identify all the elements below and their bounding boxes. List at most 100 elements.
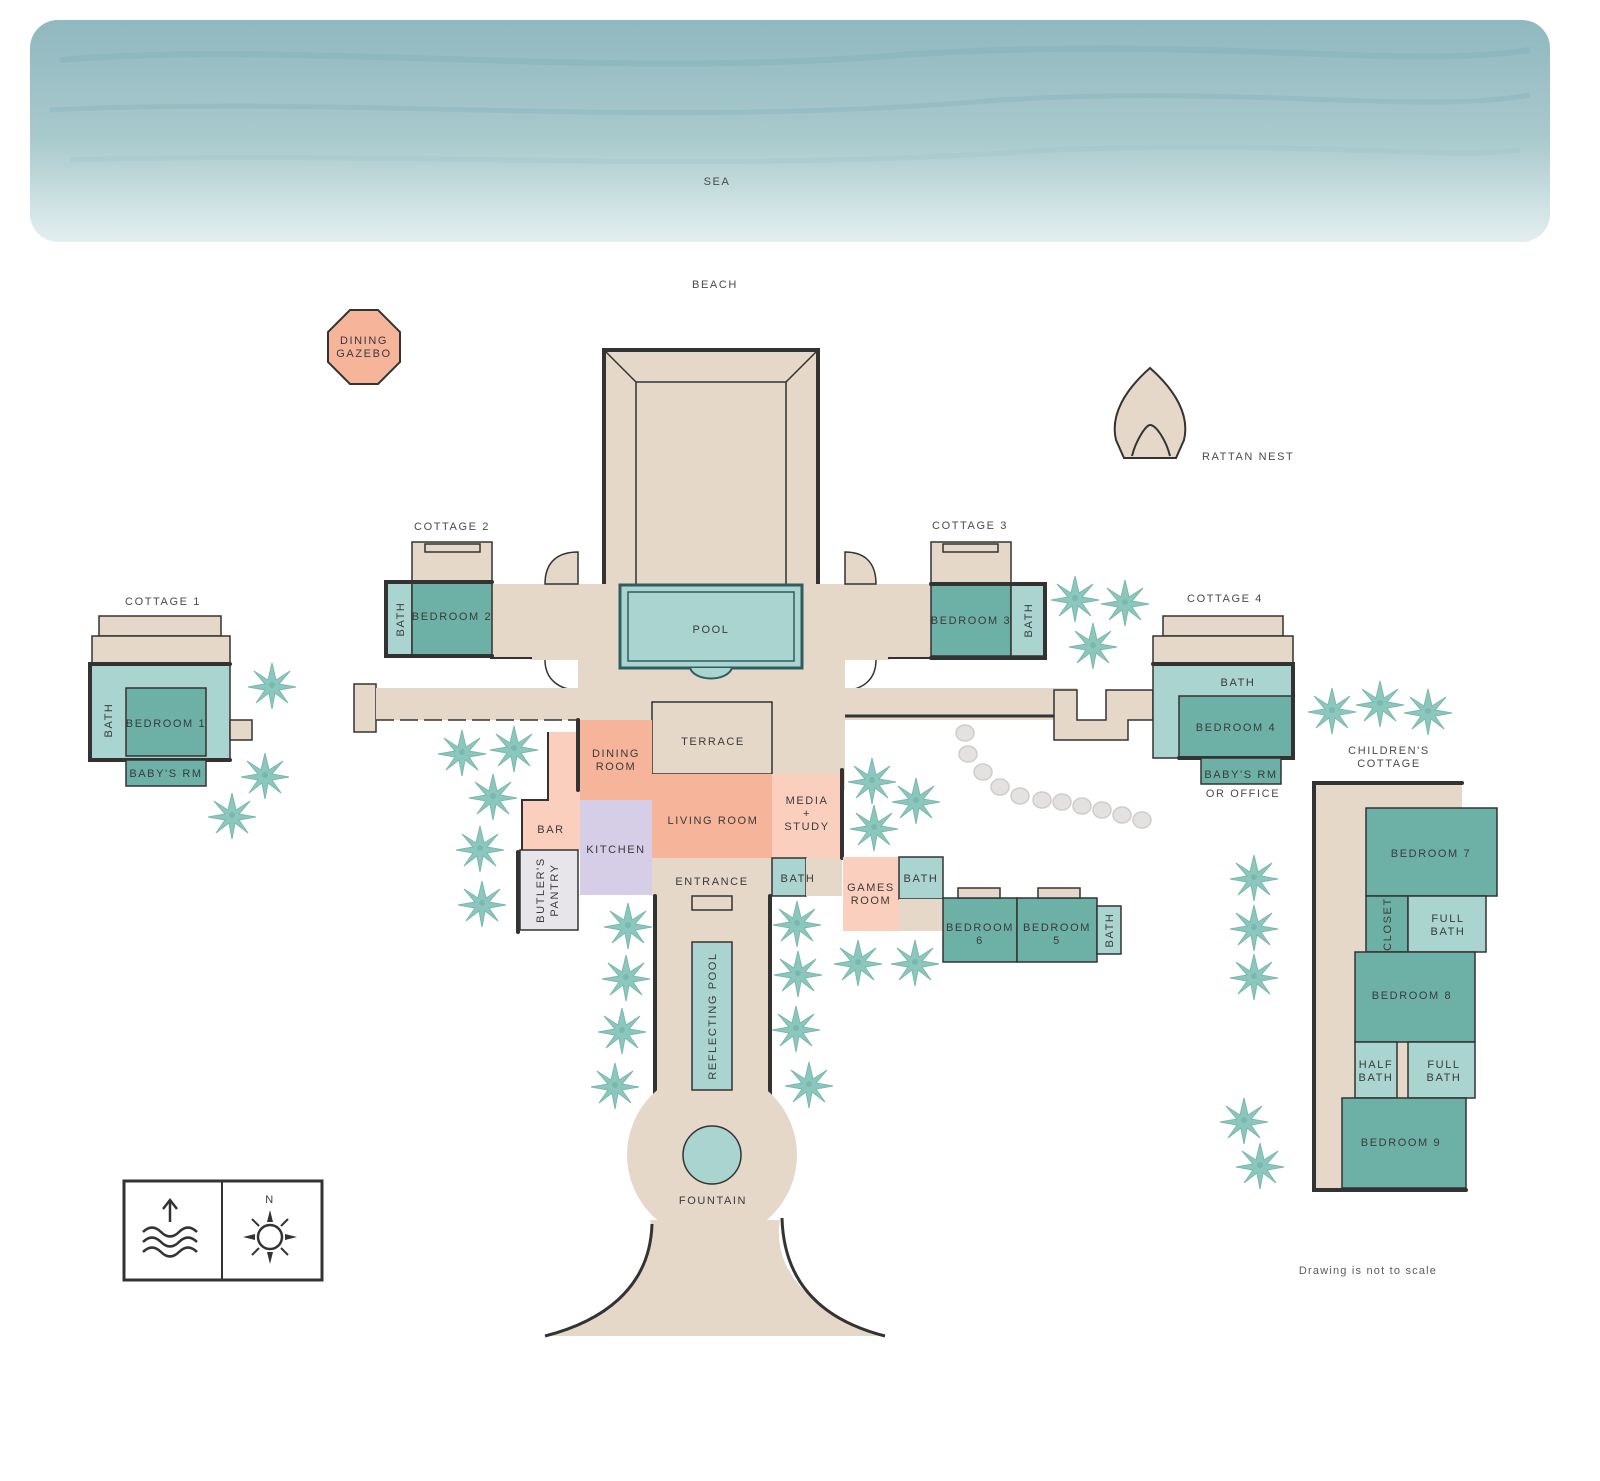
bedroom-9-label: BEDROOM 9 <box>1361 1137 1441 1149</box>
palm-tree-icon <box>240 752 290 800</box>
stepping-stone-icon <box>1112 806 1132 824</box>
main-bath-label: BATH <box>781 873 816 885</box>
stepping-stone-icon <box>1052 793 1072 811</box>
palm-tree-icon <box>771 1005 821 1053</box>
bar-label: BAR <box>537 824 564 836</box>
palm-tree-icon <box>773 950 823 998</box>
compass-north-label: N <box>265 1194 275 1206</box>
palm-tree-icon <box>847 757 897 805</box>
stepping-stone-icon <box>958 745 978 763</box>
sea-label: SEA <box>704 176 731 188</box>
cottage-3-bath-label: BATH <box>1023 603 1035 638</box>
full-bath-2-label-2: BATH <box>1427 1072 1462 1084</box>
full-bath-1-label-2: BATH <box>1431 926 1466 938</box>
palm-tree-icon <box>772 900 822 948</box>
bedroom-3-label: BEDROOM 3 <box>931 615 1011 627</box>
stepping-stone-icon <box>1092 801 1112 819</box>
walkways <box>353 683 1154 741</box>
bedroom-6-label-2: 6 <box>976 935 984 947</box>
main-house: TERRACE DINING ROOM LIVING ROOM MEDIA + … <box>516 690 1122 963</box>
cottage-4-label: COTTAGE 4 <box>1187 593 1263 605</box>
stepping-stone-icon <box>1010 787 1030 805</box>
butlers-pantry-label-1: BUTLER'S <box>535 857 547 923</box>
pool-label: POOL <box>693 624 730 636</box>
palm-tree-icon <box>1229 854 1279 902</box>
full-bath-1-label-1: FULL <box>1431 913 1464 925</box>
compass-rose-icon: N <box>243 1194 297 1264</box>
palm-tree-icon <box>590 1062 640 1110</box>
palm-tree-icon <box>1355 680 1405 728</box>
rattan-nest-label: RATTAN NEST <box>1202 451 1294 463</box>
bedroom-5-label-2: 5 <box>1053 935 1061 947</box>
palm-tree-icon <box>1219 1097 1269 1145</box>
entrance-label: ENTRANCE <box>675 876 748 888</box>
sea-direction-icon <box>142 1197 198 1258</box>
palm-tree-icon <box>849 804 899 852</box>
driveway: REFLECTING POOL FOUNTAIN <box>544 894 886 1338</box>
fountain-label: FOUNTAIN <box>679 1195 747 1207</box>
media-label-2: + <box>803 808 811 820</box>
cottage-1-label: COTTAGE 1 <box>125 596 201 608</box>
living-room-label: LIVING ROOM <box>668 815 759 827</box>
bedroom-5-label-1: BEDROOM <box>1023 922 1091 934</box>
stepping-stone-icon <box>1072 797 1092 815</box>
games-room-label-1: GAMES <box>847 882 895 894</box>
full-bath-2-label-1: FULL <box>1427 1059 1460 1071</box>
stepping-stone-icon <box>973 763 993 781</box>
palm-tree-icon <box>601 954 651 1002</box>
cottage-2: COTTAGE 2 BATH BEDROOM 2 <box>384 521 494 658</box>
palm-tree-icon <box>455 825 505 873</box>
dining-room-label-2: ROOM <box>596 761 637 773</box>
games-room-label-2: ROOM <box>851 895 892 907</box>
half-bath-label-1: HALF <box>1359 1059 1394 1071</box>
palm-tree-icon <box>489 725 539 773</box>
palm-tree-icon <box>597 1007 647 1055</box>
stepping-stone-icon <box>1132 811 1152 829</box>
palm-tree-icon <box>1068 622 1118 670</box>
half-bath-label-2: BATH <box>1359 1072 1394 1084</box>
childrens-cottage-label-2: COTTAGE <box>1357 758 1421 770</box>
beach-label: BEACH <box>692 279 738 291</box>
games-bath-label: BATH <box>904 873 939 885</box>
main-terrace: POOL <box>490 348 932 691</box>
kitchen-label: KITCHEN <box>586 844 645 856</box>
palm-tree-icon <box>437 729 487 777</box>
dining-room-label-1: DINING <box>592 748 640 760</box>
bedroom-2-label: BEDROOM 2 <box>412 611 492 623</box>
childrens-cottage-label-1: CHILDREN'S <box>1348 745 1430 757</box>
sea: SEA <box>30 20 1550 242</box>
palm-tree-icon <box>890 939 940 987</box>
bedroom-1-label: BEDROOM 1 <box>126 718 206 730</box>
scale-note: Drawing is not to scale <box>1299 1265 1437 1277</box>
closet-label: CLOSET <box>1382 897 1394 951</box>
cottage-2-label: COTTAGE 2 <box>414 521 490 533</box>
palm-tree-icon <box>1307 687 1357 735</box>
stepping-stone-icon <box>990 778 1010 796</box>
cottage-4: COTTAGE 4 BATH BEDROOM 4 BABY'S RM OR OF… <box>1151 593 1295 800</box>
childrens-cottage: CHILDREN'S COTTAGE BEDROOM 7 CLOSET FULL… <box>1312 745 1498 1192</box>
palm-tree-icon <box>468 773 518 821</box>
bedroom-7-label: BEDROOM 7 <box>1391 848 1471 860</box>
butlers-pantry-label-2: PANTRY <box>549 863 561 916</box>
palm-tree-icon <box>833 939 883 987</box>
or-office-label: OR OFFICE <box>1206 788 1280 800</box>
terrace-label: TERRACE <box>681 736 745 748</box>
palm-tree-icon <box>1235 1142 1285 1190</box>
dining-gazebo: DINING GAZEBO <box>327 309 401 385</box>
media-label-1: MEDIA <box>786 795 829 807</box>
stepping-stone-icon <box>1032 791 1052 809</box>
babys-rm-4-label: BABY'S RM <box>1204 769 1277 781</box>
reflecting-pool-label: REFLECTING POOL <box>707 952 719 1079</box>
palm-tree-icon <box>1403 688 1453 736</box>
bedroom-5-bath-label: BATH <box>1104 913 1116 948</box>
bedroom-4-label: BEDROOM 4 <box>1196 722 1276 734</box>
cottage-2-bath-label: BATH <box>395 602 407 637</box>
palm-tree-icon <box>1100 579 1150 627</box>
palm-tree-icon <box>891 777 941 825</box>
cottage-3-label: COTTAGE 3 <box>932 520 1008 532</box>
cottage-1: COTTAGE 1 BATH BEDROOM 1 BABY'S RM <box>88 596 253 787</box>
bedroom-6-label-1: BEDROOM <box>946 922 1014 934</box>
bedroom-8-label: BEDROOM 8 <box>1372 990 1452 1002</box>
rattan-nest: RATTAN NEST <box>1113 366 1294 463</box>
